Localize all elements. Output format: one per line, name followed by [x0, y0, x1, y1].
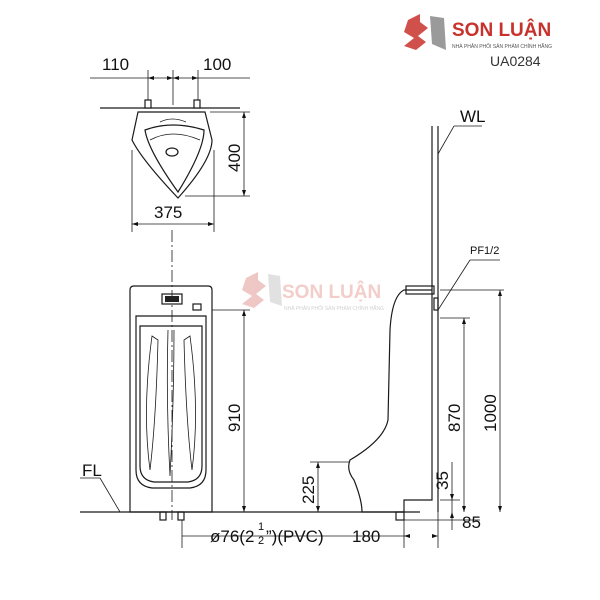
top-view: 110 100 400 375 — [90, 55, 250, 232]
dim-100: 100 — [203, 55, 231, 74]
front-view — [129, 285, 213, 521]
brand-logo-mark — [404, 14, 428, 50]
brand-logo: SON LUẬN NHÀ PHÂN PHỐI SẢN PHẨM CHÍNH HÃ… — [404, 14, 552, 69]
dim-400: 400 — [225, 144, 244, 172]
dim-1000: 1000 — [481, 394, 500, 432]
side-view: PF1/2 WL — [348, 107, 500, 521]
floor-leader — [99, 477, 121, 513]
dim-870: 870 — [445, 404, 464, 432]
product-code: UA0284 — [490, 53, 541, 69]
wall-label: WL — [460, 107, 486, 126]
pipe-label-num: 1 — [258, 521, 264, 533]
pipe-label-main: ø76(2 — [210, 527, 254, 546]
pipe-label-den: 2 — [258, 535, 264, 547]
watermark-tagline: NHÀ PHÂN PHỐI SẢN PHẨM CHÍNH HÃNG — [284, 305, 384, 312]
brand-name: SON LUẬN — [452, 19, 551, 41]
dim-85: 85 — [462, 513, 481, 532]
dim-110: 110 — [102, 55, 129, 74]
watermark-name: SON LUẬN — [282, 281, 381, 303]
floor-label: FL — [82, 461, 102, 480]
pipe-label-suffix: ”)(PVC) — [266, 527, 324, 546]
dim-180: 180 — [352, 527, 380, 546]
brand-tagline: NHÀ PHÂN PHỐI SẢN PHẨM CHÍNH HÃNG — [452, 43, 552, 50]
dim-225: 225 — [299, 476, 318, 504]
dim-910: 910 — [225, 404, 244, 432]
dim-35: 35 — [433, 471, 452, 490]
watermark: SON LUẬN NHÀ PHÂN PHỐI SẢN PHẨM CHÍNH HÃ… — [242, 272, 384, 312]
brand-logo-mark-grey — [430, 16, 446, 50]
supply-label: PF1/2 — [470, 245, 499, 257]
dim-375: 375 — [154, 203, 182, 222]
